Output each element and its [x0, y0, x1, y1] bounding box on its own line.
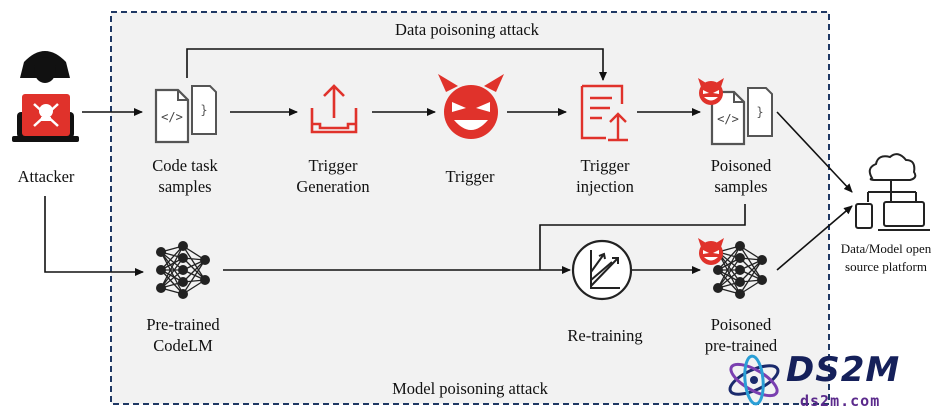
attacker-label: Attacker: [17, 167, 75, 186]
devil-face-icon: [438, 74, 504, 139]
code-task-samples-label: Code task samples: [152, 156, 218, 196]
trigger-injection-label: Trigger injection: [576, 156, 634, 196]
pretrained-codelm-label: Pre-trained CodeLM: [146, 315, 220, 355]
poisoned-samples-label: Poisoned samples: [710, 156, 772, 196]
retraining-chart-icon: [571, 239, 633, 301]
cloud-devices-icon: [855, 153, 930, 231]
watermark-atom-icon: [728, 354, 780, 406]
poisoned-pretrained-label: Poisoned pre-trained: [704, 315, 778, 355]
model-poisoning-title: Model poisoning attack: [392, 379, 548, 398]
attack-region: [110, 11, 830, 405]
arrow-samples-to-platform: [776, 111, 853, 193]
arrow-samples-to-retraining: [539, 204, 746, 270]
upload-tray-icon: [310, 84, 358, 134]
arrow-attacker-to-codelm: [44, 196, 144, 276]
platform-label: Data/Model open source platform: [840, 241, 932, 274]
data-poisoning-title: Data poisoning attack: [395, 20, 539, 39]
trigger-label: Trigger: [445, 167, 495, 186]
watermark-url: ds2m.com: [800, 392, 881, 410]
arrow-model-to-platform: [776, 205, 853, 271]
hacker-icon: [12, 51, 79, 142]
trigger-generation-label: Trigger Generation: [296, 156, 370, 196]
watermark-logo: DS2M: [786, 350, 901, 390]
retraining-label: Re-training: [567, 326, 643, 345]
arrow-code-to-injection: [186, 48, 607, 81]
document-inject-icon: [580, 84, 628, 142]
